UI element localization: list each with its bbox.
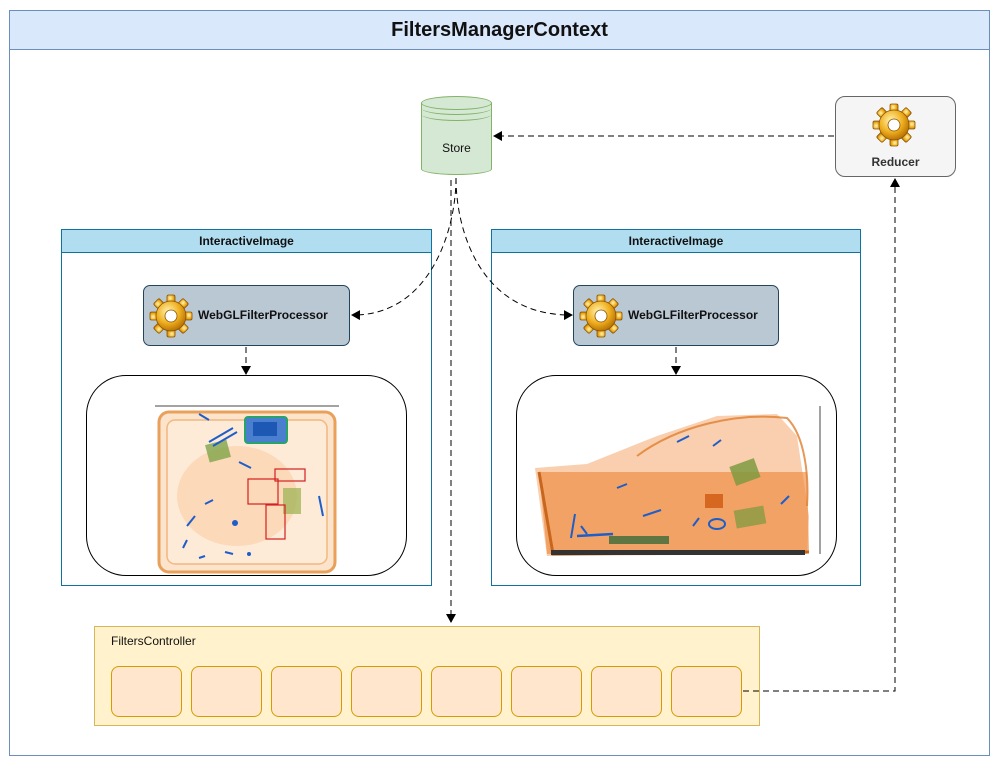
- xray-scan-sideview: [535, 406, 821, 556]
- store-ring: [421, 107, 492, 121]
- filter-slot[interactable]: [671, 666, 742, 717]
- store-label: Store: [442, 141, 471, 155]
- arrow-controller-to-reducer: [743, 178, 900, 692]
- gear-icon: [579, 294, 623, 338]
- image-frame: [516, 375, 837, 576]
- filter-slot[interactable]: [271, 666, 342, 717]
- filter-slot[interactable]: [431, 666, 502, 717]
- webgl-filter-processor-label: WebGLFilterProcessor: [198, 308, 328, 322]
- filter-slot[interactable]: [111, 666, 182, 717]
- interactive-image-title: InteractiveImage: [61, 229, 432, 253]
- gear-icon: [872, 103, 916, 147]
- filter-slot[interactable]: [351, 666, 422, 717]
- filter-slot[interactable]: [511, 666, 582, 717]
- filter-slot[interactable]: [191, 666, 262, 717]
- interactive-image-title: InteractiveImage: [491, 229, 861, 253]
- context-title: FiltersManagerContext: [9, 10, 990, 50]
- arrow-store-to-processor-left: [351, 177, 457, 321]
- filter-slot[interactable]: [591, 666, 662, 717]
- xray-scan-topview: [155, 405, 339, 574]
- gear-icon: [149, 294, 193, 338]
- image-frame: [86, 375, 407, 576]
- webgl-filter-processor-label: WebGLFilterProcessor: [628, 308, 758, 322]
- arrow-store-to-processor-right: [455, 177, 573, 321]
- reducer-label: Reducer: [871, 155, 920, 169]
- filters-controller-label: FiltersController: [111, 634, 196, 648]
